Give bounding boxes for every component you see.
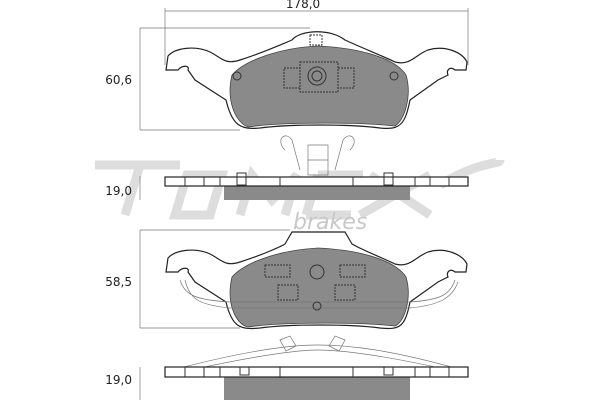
thickness-dimension-label-2: 19,0 bbox=[105, 373, 132, 387]
height-dimension-label: 60,6 bbox=[105, 73, 132, 87]
brake-pad-rear-view: 58,5 bbox=[105, 229, 468, 369]
tomex-watermark-logo: brakes bbox=[293, 210, 367, 235]
brake-pad-side-view-bottom: 19,0 bbox=[105, 366, 469, 400]
brake-pad-front-view: 60,6 bbox=[105, 27, 468, 176]
retaining-clip bbox=[280, 135, 355, 176]
pad-center-hole bbox=[307, 66, 327, 86]
thickness-dimension-label: 19,0 bbox=[105, 184, 132, 198]
width-dimension: 178,0 bbox=[164, 0, 469, 65]
wear-sensor-spring bbox=[179, 335, 456, 369]
width-dimension-label: 178,0 bbox=[286, 0, 320, 11]
watermark-brakes-text: brakes bbox=[293, 210, 367, 235]
brake-pad-side-view-top: 19,0 bbox=[105, 172, 469, 200]
height-dimension-label-2: 58,5 bbox=[105, 275, 132, 289]
